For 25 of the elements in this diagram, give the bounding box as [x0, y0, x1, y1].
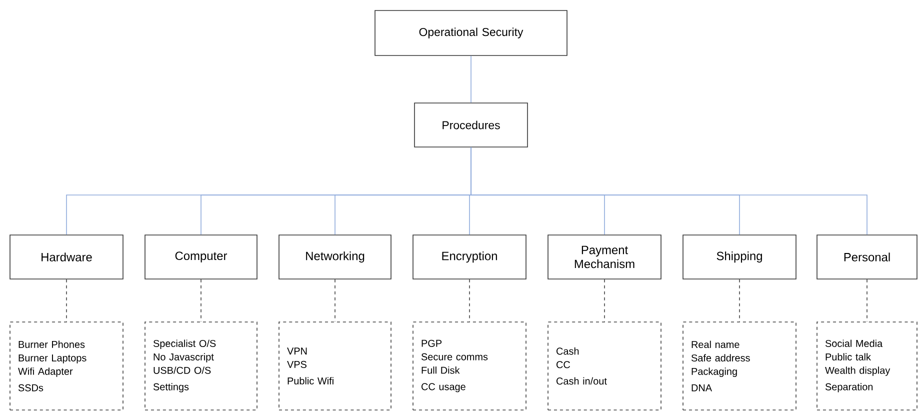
item-list-box: Specialist O/S No Javascript USB/CD O/S Settings	[144, 322, 258, 410]
connector-line	[866, 279, 868, 322]
process-box: Computer	[144, 234, 258, 280]
item-list-box: Social Media Public talk Wealth display Separation	[816, 322, 918, 410]
connector-line	[200, 279, 202, 322]
item-list-box: Real name Safe address Packaging DNA	[682, 322, 796, 410]
process-box: Personal	[816, 234, 918, 280]
connector-line	[66, 279, 67, 322]
connector-line	[469, 279, 470, 322]
item-list-box: VPN VPS Public Wifi	[278, 322, 392, 410]
connector-line	[470, 56, 472, 103]
process-box: Shipping	[682, 234, 796, 280]
process-box: Encryption	[412, 234, 526, 280]
process-box: Procedures	[414, 102, 528, 148]
connector-line	[334, 279, 336, 322]
item-list-box: Burner Phones Burner Laptops Wifi Adapter SSDs	[10, 322, 124, 410]
connector-line	[739, 279, 740, 322]
process-box: Operational Security	[374, 10, 568, 56]
process-box: Networking	[278, 234, 392, 280]
connector-line	[470, 147, 868, 235]
process-box: Hardware	[10, 234, 124, 280]
connector-line	[604, 279, 605, 322]
process-box: Payment Mechanism	[548, 234, 662, 280]
item-list-box: Cash CC Cash in/out	[548, 322, 662, 410]
item-list-box: PGP Secure comms Full Disk CC usage	[412, 322, 526, 410]
